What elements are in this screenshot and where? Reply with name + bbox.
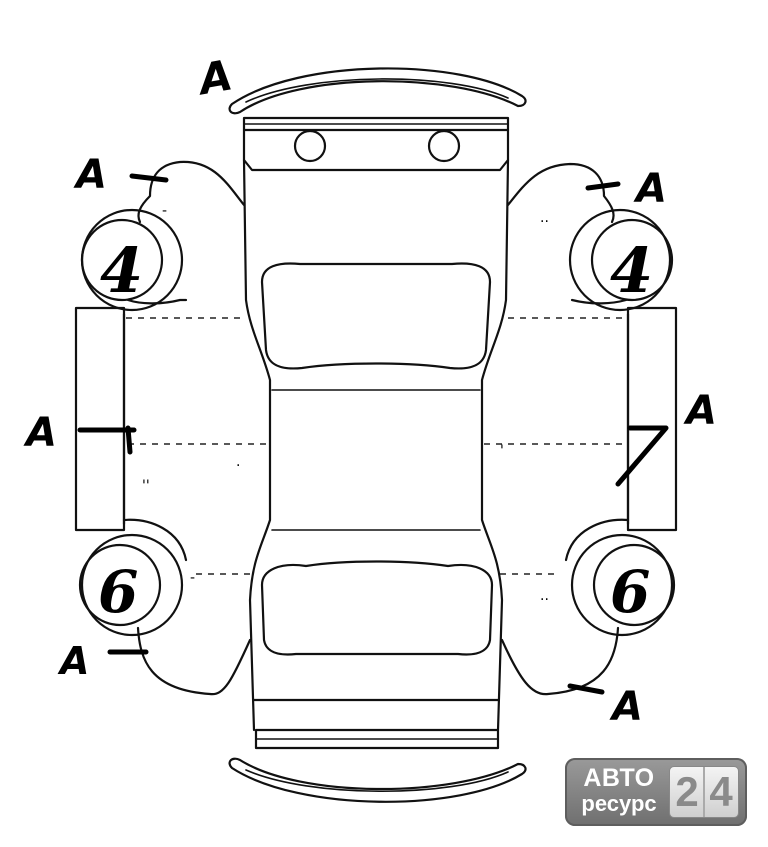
rear-bumper [228, 757, 527, 803]
rear-window [260, 560, 494, 656]
front-bumper [228, 67, 527, 115]
mark-left-doors: A [23, 410, 57, 456]
mark-front-right-fender: A [633, 166, 667, 212]
car-body [242, 116, 510, 750]
logo-wordmark: АВТО ресурс [575, 766, 663, 815]
left-side [74, 160, 268, 696]
left-doors-panel [74, 306, 126, 532]
svg-text:.: . [236, 454, 240, 470]
logo-digit-1: 2 [675, 768, 699, 815]
headlight-left [293, 129, 327, 163]
wheel-number-front-left: 4 [100, 234, 143, 307]
headlight-right [427, 129, 461, 163]
svg-text:'': '' [142, 478, 150, 494]
svg-text:': ' [500, 443, 504, 459]
mark-right-doors: A [683, 388, 717, 434]
logo-digit-2: 4 [709, 768, 733, 815]
windshield [260, 262, 492, 370]
mark-rear-right-quarter: A [609, 684, 643, 730]
svg-text:..: .. [540, 588, 549, 604]
wheel-number-front-right: 4 [610, 234, 653, 307]
right-doors-panel [626, 306, 678, 532]
wheel-number-rear-left: 6 [98, 558, 138, 626]
avtoresurs24-logo: АВТО ресурс 2 4 [565, 758, 747, 826]
mark-front-bumper: A [193, 50, 236, 104]
logo-top-word: АВТО [583, 764, 655, 792]
wheel-number-rear-right: 6 [610, 558, 650, 626]
handwritten-ticks: - .. '' . ' .. - [142, 203, 549, 604]
svg-text:-: - [162, 203, 167, 219]
right-side [484, 162, 678, 696]
mark-rear-left-quarter: A [57, 639, 89, 683]
svg-text:-: - [190, 570, 195, 586]
svg-text:..: .. [540, 210, 549, 226]
logo-number-tile: 2 4 [669, 766, 739, 818]
leader-strokes [77, 173, 669, 695]
logo-bottom-word: ресурс [581, 791, 657, 816]
mark-front-left-fender: A [73, 152, 107, 198]
